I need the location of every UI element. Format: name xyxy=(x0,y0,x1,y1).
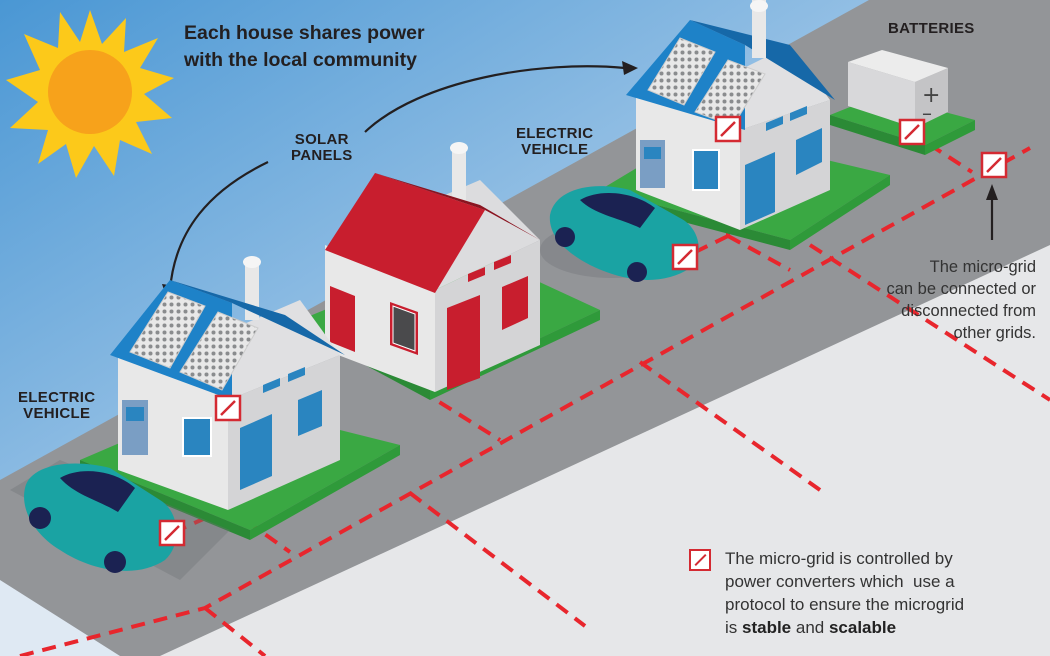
svg-text:+: + xyxy=(922,83,940,108)
legend-text: The micro-grid is controlled by power co… xyxy=(725,547,964,639)
connect-note-line-2: can be connected or xyxy=(886,280,1036,298)
solar-panels-label-line-2: PANELS xyxy=(291,147,353,164)
legend-line-4-mid: and xyxy=(791,618,829,637)
solar-panels-label: SOLAR PANELS xyxy=(291,132,353,164)
headline-line-2: with the local community xyxy=(184,49,417,71)
converter-legend: The micro-grid is controlled by power co… xyxy=(689,547,964,639)
legend-line-4-prefix: is xyxy=(725,618,742,637)
legend-scalable: scalable xyxy=(828,618,897,637)
house-icon-left xyxy=(80,256,400,540)
ev-right-line-2: VEHICLE xyxy=(521,141,589,158)
car-icon-right xyxy=(540,186,699,282)
house-icon-right xyxy=(600,0,890,250)
car-icon-left xyxy=(10,460,230,580)
power-converter-legend-icon xyxy=(689,549,711,571)
headline: Each house shares power with the local c… xyxy=(184,20,425,74)
ev-left-line-1: ELECTRIC xyxy=(18,389,96,406)
svg-text:–: – xyxy=(922,101,932,125)
arrow-icon xyxy=(168,65,994,291)
connect-note-line-3: disconnected from xyxy=(901,302,1036,320)
solar-panels-label-line-1: SOLAR xyxy=(294,131,349,148)
house-icon-middle xyxy=(300,142,600,400)
connect-note-line-1: The micro-grid xyxy=(929,258,1036,276)
batteries-label: BATTERIES xyxy=(888,20,975,37)
legend-line-3: protocol to ensure the microgrid xyxy=(725,595,965,614)
headline-line-1: Each house shares power xyxy=(184,22,425,44)
electric-vehicle-label-right: ELECTRIC VEHICLE xyxy=(516,126,593,158)
sun-icon xyxy=(6,10,174,178)
legend-line-2: power converters which use a xyxy=(725,572,955,591)
grid-connection-note: The micro-grid can be connected or disco… xyxy=(886,256,1036,344)
ev-left-line-2: VEHICLE xyxy=(23,405,91,422)
electric-vehicle-label-left: ELECTRIC VEHICLE xyxy=(18,390,95,422)
legend-line-4: is stable and scalable xyxy=(725,616,964,639)
ev-right-line-1: ELECTRIC xyxy=(516,125,594,142)
connect-note-line-4: other grids. xyxy=(953,324,1036,342)
legend-stable: stable xyxy=(742,618,792,637)
legend-line-1: The micro-grid is controlled by xyxy=(725,549,953,568)
